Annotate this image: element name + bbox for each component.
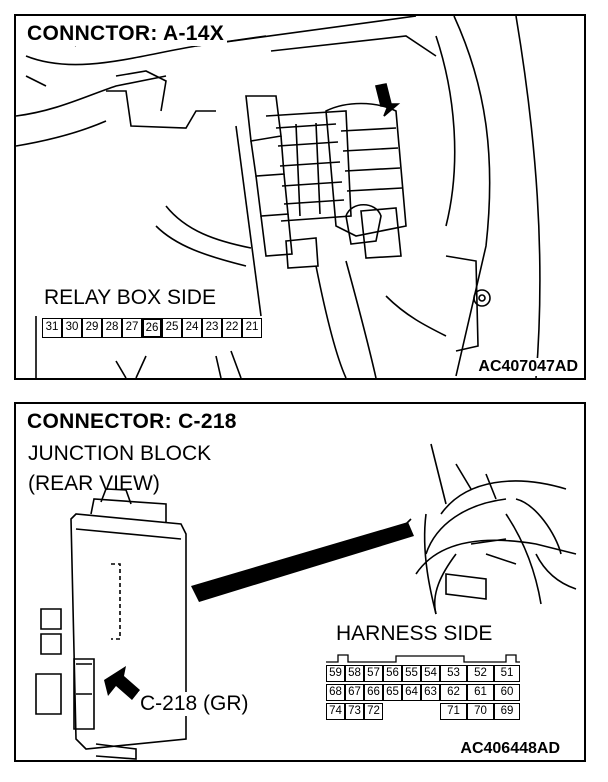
pin: 60 — [494, 684, 520, 701]
pin: 52 — [467, 665, 494, 682]
panel2-title: CONNECTOR: C-218 — [24, 410, 240, 434]
pin: 70 — [467, 703, 494, 720]
pin: 53 — [440, 665, 467, 682]
panel1-title: CONNCTOR: A-14X — [24, 22, 228, 46]
pin: 51 — [494, 665, 520, 682]
pin: 54 — [421, 665, 440, 682]
panel1-figure-code: AC407047AD — [476, 358, 580, 376]
pin: 71 — [440, 703, 467, 720]
pin: 21 — [242, 318, 262, 338]
connector-outline — [326, 654, 520, 663]
pin: 24 — [182, 318, 202, 338]
pin: 59 — [326, 665, 345, 682]
pin: 73 — [345, 703, 364, 720]
pin: 29 — [82, 318, 102, 338]
pin: 72 — [364, 703, 383, 720]
pin: 63 — [421, 684, 440, 701]
pin: 67 — [345, 684, 364, 701]
pin: 25 — [162, 318, 182, 338]
junction-block-label: JUNCTION BLOCK — [28, 442, 212, 465]
pin: 23 — [202, 318, 222, 338]
pin: 56 — [383, 665, 402, 682]
relay-box-side-label: RELAY BOX SIDE — [42, 286, 218, 310]
pin: 55 — [402, 665, 421, 682]
pin: 61 — [467, 684, 494, 701]
pin: 62 — [440, 684, 467, 701]
pin: 68 — [326, 684, 345, 701]
rear-view-label: (REAR VIEW) — [28, 472, 160, 495]
pin: 69 — [494, 703, 520, 720]
pin: 65 — [383, 684, 402, 701]
relay-box-pin-row: 31 30 29 28 27 26 25 24 23 22 21 — [42, 318, 262, 338]
junction-block-panel: CONNECTOR: C-218 JUNCTION BLOCK (REAR VI… — [14, 402, 586, 762]
pin: 28 — [102, 318, 122, 338]
pin: 27 — [122, 318, 142, 338]
pin: 74 — [326, 703, 345, 720]
c218-callout-label: C-218 (GR) — [138, 692, 251, 716]
pin: 31 — [42, 318, 62, 338]
harness-connector: 59 58 57 56 55 54 53 52 51 68 67 66 65 6… — [324, 652, 524, 742]
pin: 58 — [345, 665, 364, 682]
pin: 30 — [62, 318, 82, 338]
pin-highlighted: 26 — [142, 318, 162, 338]
pin: 64 — [402, 684, 421, 701]
junction-block-illustration — [35, 443, 577, 760]
pin: 66 — [364, 684, 383, 701]
relay-box-panel: CONNCTOR: A-14X RELAY BOX SIDE 31 30 29 … — [14, 14, 586, 380]
pin: 57 — [364, 665, 383, 682]
harness-side-label: HARNESS SIDE — [334, 622, 495, 646]
pin: 22 — [222, 318, 242, 338]
panel2-figure-code: AC406448AD — [458, 740, 562, 758]
